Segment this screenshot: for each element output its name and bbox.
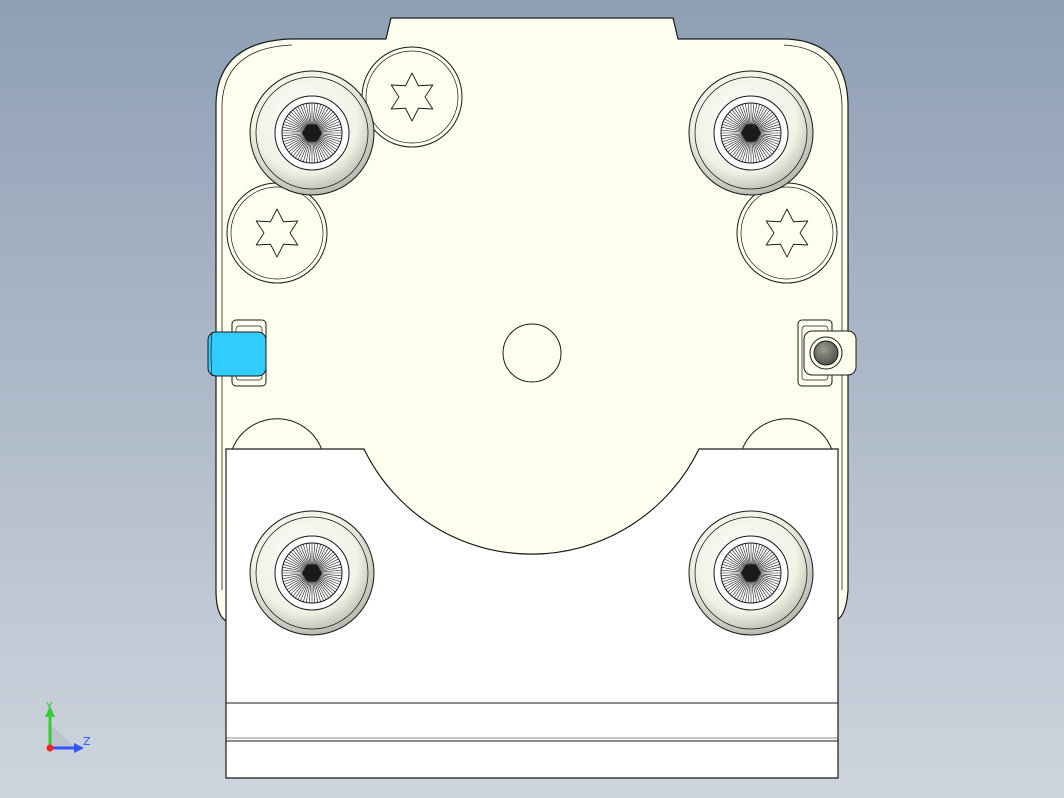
left-connector[interactable] [207, 319, 267, 387]
coordinate-triad-icon[interactable] [45, 706, 84, 753]
x-axis-dot [46, 744, 54, 752]
socket-head-screw[interactable] [688, 510, 814, 636]
torx-screw[interactable] [736, 182, 838, 284]
shaft-hole[interactable] [502, 323, 562, 383]
right-connector[interactable] [797, 319, 857, 387]
hex-socket-icon [302, 564, 322, 582]
torx-icon [390, 72, 434, 122]
hex-socket-icon [741, 564, 761, 582]
hex-socket-icon [741, 124, 761, 142]
partial-screw-head [741, 418, 833, 451]
socket-head-screw[interactable] [688, 70, 814, 196]
housing-inner-edge [221, 44, 293, 106]
socket-head-screw[interactable] [249, 70, 375, 196]
housing-inner-edge [783, 44, 843, 106]
hex-socket-icon [302, 124, 322, 142]
torx-icon [765, 208, 809, 258]
torx-screw[interactable] [226, 182, 328, 284]
z-axis-arrowhead [74, 743, 84, 753]
partial-screw-head [231, 418, 323, 451]
triad-plane [50, 724, 76, 748]
mounting-clamp[interactable] [225, 448, 839, 779]
socket-head-screw[interactable] [249, 510, 375, 636]
z-axis-label: Z [83, 735, 91, 748]
y-axis-arrowhead [45, 706, 55, 717]
connector-pin[interactable] [813, 340, 839, 366]
torx-screw[interactable] [361, 46, 463, 148]
torx-icon [255, 208, 299, 258]
selected-face[interactable] [207, 331, 267, 377]
y-axis-label: Y [46, 700, 53, 713]
